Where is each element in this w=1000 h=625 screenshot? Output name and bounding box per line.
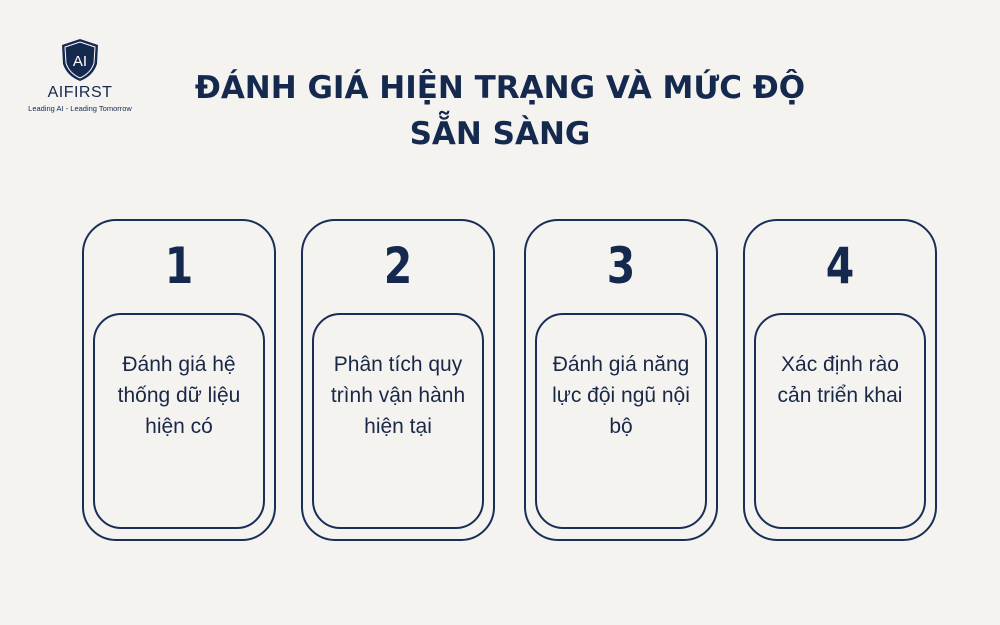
logo-tagline: Leading AI - Leading Tomorrow — [28, 104, 132, 113]
step-text: Phân tích quy trình vận hành hiện tại — [330, 353, 466, 438]
step-inner-box: Đánh giá năng lực đội ngũ nội bộ — [535, 313, 707, 529]
step-number: 1 — [164, 237, 194, 295]
logo-mark-text: AI — [73, 53, 87, 70]
step-inner-box: Xác định rào cản triển khai — [754, 313, 926, 529]
step-card-3: 3 Đánh giá năng lực đội ngũ nội bộ — [524, 219, 718, 541]
page-title: ĐÁNH GIÁ HIỆN TRẠNG VÀ MỨC ĐỘ SẴN SÀNG — [194, 70, 806, 152]
step-number: 3 — [606, 237, 636, 295]
brand-logo: AI AIFIRST Leading AI - Leading Tomorrow — [20, 38, 140, 113]
step-number: 4 — [825, 237, 855, 295]
step-text: Xác định rào cản triển khai — [777, 353, 903, 407]
step-text: Đánh giá năng lực đội ngũ nội bộ — [552, 353, 690, 438]
step-inner-box: Phân tích quy trình vận hành hiện tại — [312, 313, 484, 529]
logo-name: AIFIRST — [47, 84, 113, 101]
step-number: 2 — [383, 237, 413, 295]
step-inner-box: Đánh giá hệ thống dữ liệu hiện có — [93, 313, 265, 529]
step-card-1: 1 Đánh giá hệ thống dữ liệu hiện có — [82, 219, 276, 541]
step-text: Đánh giá hệ thống dữ liệu hiện có — [117, 353, 241, 438]
step-card-4: 4 Xác định rào cản triển khai — [743, 219, 937, 541]
step-card-2: 2 Phân tích quy trình vận hành hiện tại — [301, 219, 495, 541]
shield-logo-icon: AI — [62, 39, 98, 81]
